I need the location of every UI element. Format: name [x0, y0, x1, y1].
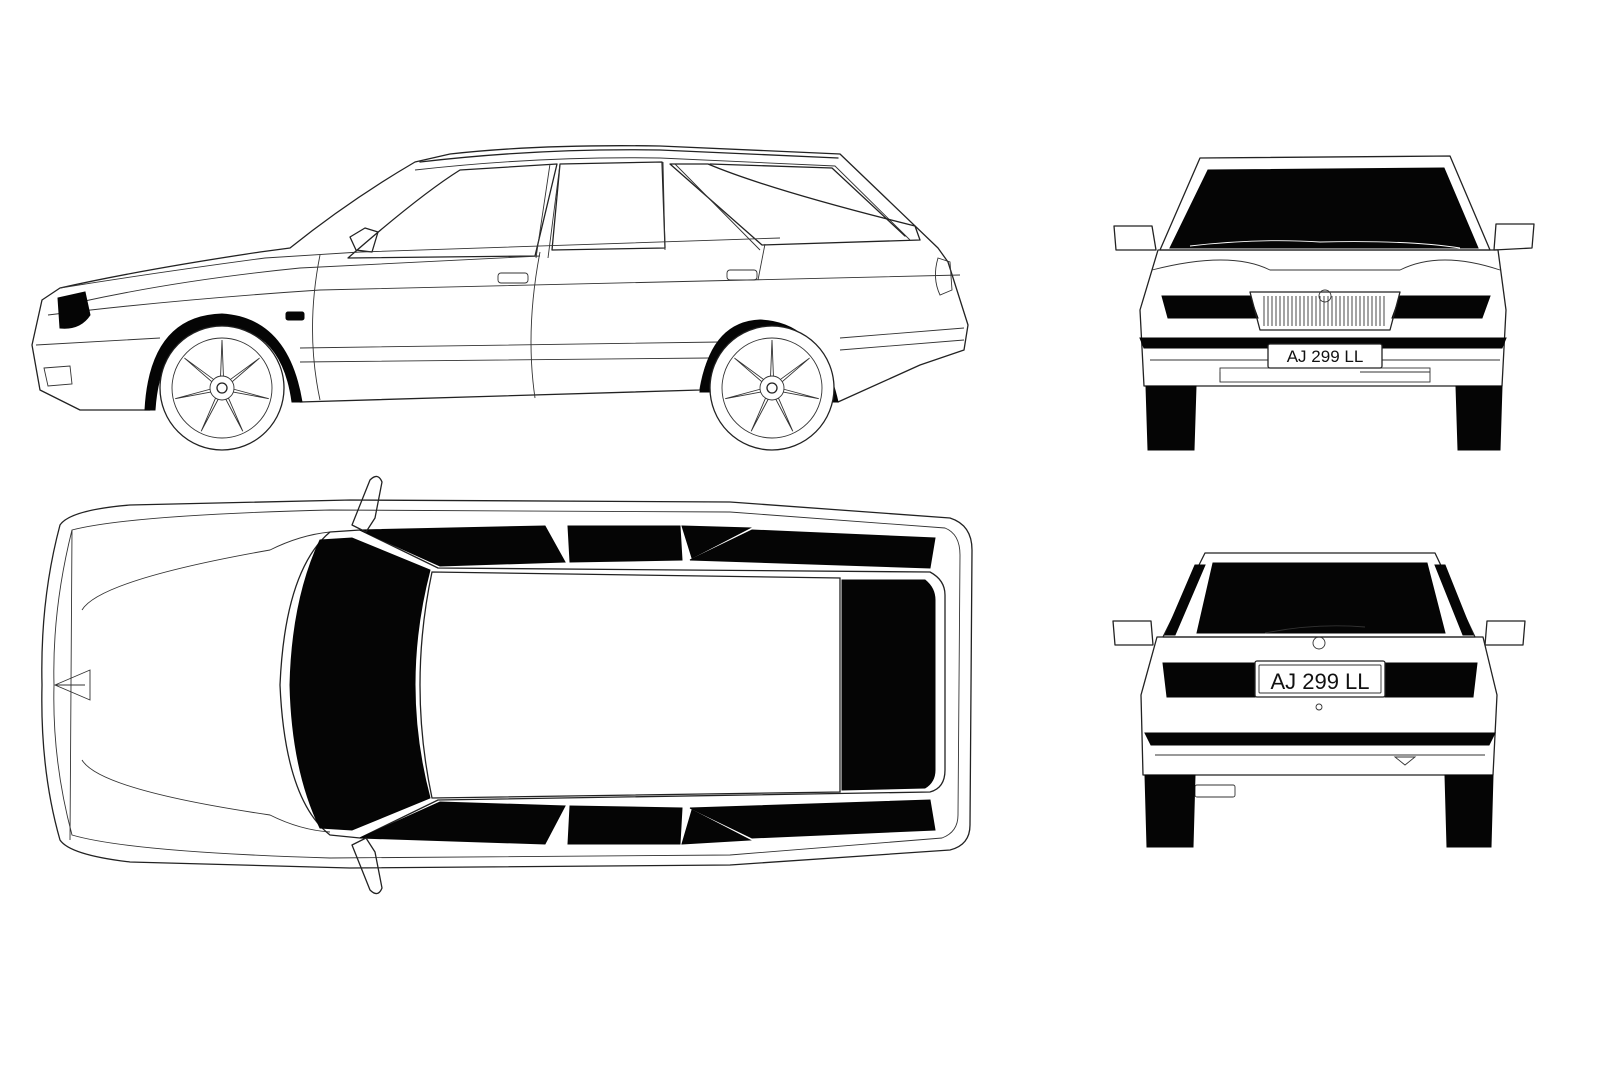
- side-headlight: [57, 291, 91, 329]
- front-view: AJ 299 LL: [1110, 150, 1550, 460]
- front-grille: [1249, 289, 1401, 331]
- top-view: [30, 470, 980, 910]
- front-door-handle: [497, 272, 529, 284]
- front-mirror-left: [1113, 225, 1157, 251]
- rear-quarter-window: [669, 163, 921, 246]
- top-body-outline: [41, 499, 973, 869]
- side-tail-light: [935, 257, 953, 296]
- side-marker: [285, 311, 305, 321]
- rear-door-handle: [726, 269, 758, 281]
- front-headlight-right: [1391, 295, 1491, 319]
- fog-light: [43, 365, 73, 387]
- front-headlight-left: [1161, 295, 1259, 319]
- front-tire-left: [1145, 385, 1197, 451]
- side-view-drawing: [31, 145, 969, 451]
- front-windshield: [1169, 167, 1479, 249]
- top-view-drawing: [41, 475, 973, 895]
- rear-tire-left: [1144, 774, 1196, 848]
- rear-door-window: [551, 161, 666, 251]
- top-mirror-right: [351, 837, 383, 895]
- front-plate-text: AJ 299 LL: [1287, 347, 1364, 366]
- front-tire-right: [1455, 385, 1503, 451]
- side-mirror: [349, 227, 379, 253]
- rear-taillight-left: [1162, 662, 1256, 698]
- front-door-window: [347, 163, 558, 259]
- rear-tire-right: [1444, 774, 1494, 848]
- top-rear-glass: [841, 579, 936, 791]
- rear-view: AJ 299 LL: [1105, 545, 1545, 855]
- rear-window: [1196, 562, 1446, 634]
- front-view-drawing: AJ 299 LL: [1113, 155, 1535, 451]
- rear-license-plate: AJ 299 LL: [1254, 660, 1386, 698]
- roof-panel: [419, 571, 841, 799]
- front-mirror-right: [1493, 223, 1535, 251]
- front-license-plate: AJ 299 LL: [1267, 343, 1383, 369]
- rear-view-drawing: AJ 299 LL: [1112, 552, 1526, 848]
- rear-mirror-right: [1484, 620, 1526, 646]
- side-view: [20, 140, 980, 460]
- rear-taillight-right: [1384, 662, 1478, 698]
- front-wheel: [159, 325, 285, 451]
- rear-wheel: [709, 325, 835, 451]
- rear-plate-text: AJ 299 LL: [1270, 669, 1369, 694]
- top-mirror-left: [351, 475, 383, 533]
- top-windshield: [289, 537, 431, 831]
- rear-mirror-left: [1112, 620, 1154, 646]
